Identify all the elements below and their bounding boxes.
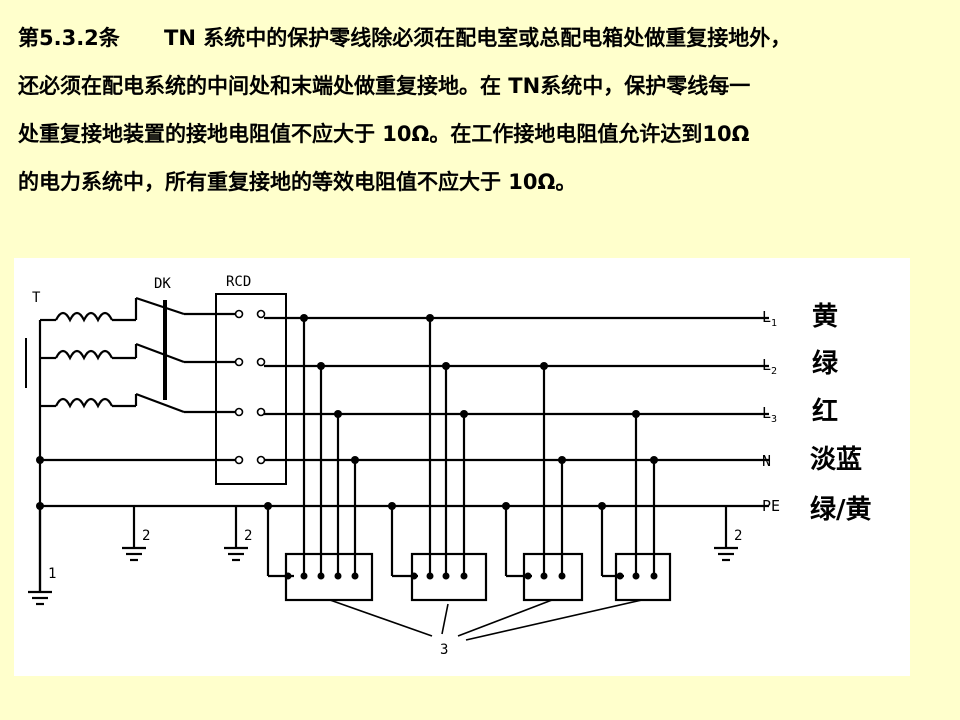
load-box-3 [522, 552, 584, 602]
ground-label-2a: 2 [142, 528, 150, 544]
load-4-dots [598, 410, 658, 580]
dk-switch-label: DK [154, 276, 171, 292]
color-green-yellow: 绿/黄 [810, 495, 872, 525]
ground-label-2b: 2 [244, 528, 252, 544]
label-N: N [762, 452, 771, 470]
color-red: 红 [812, 396, 838, 427]
ground-symbol-2b [224, 506, 248, 562]
line-labels: L1 L2 L3 N PE [762, 308, 780, 515]
coil-1 [55, 311, 113, 323]
load-2-wires [390, 318, 466, 578]
load-4-wires [600, 414, 656, 578]
color-green: 绿 [812, 349, 839, 379]
label-L1: L1 [762, 308, 777, 329]
rcd-terminals [234, 309, 266, 465]
color-light-blue: 淡蓝 [810, 445, 862, 475]
label-L2: L2 [762, 356, 777, 377]
rcd-label: RCD [226, 274, 251, 290]
ground-label-2c: 2 [734, 528, 742, 544]
load-3-dots [502, 362, 566, 580]
coil-3 [55, 397, 113, 409]
ground-symbol-2a [122, 506, 146, 562]
color-labels: 黄 绿 红 淡蓝 绿/黄 [810, 302, 872, 525]
text-line-3: 处重复接地装置的接地电阻值不应大于 10Ω。在工作接地电阻值允许达到10Ω [18, 122, 750, 146]
load-box-1 [284, 552, 374, 602]
wiring-svg: T DK RCD L1 L2 L3 N PE [25, 274, 872, 658]
ground-symbol-2c [714, 506, 738, 562]
coil-2 [55, 349, 113, 361]
text-line-4: 的电力系统中，所有重复接地的等效电阻值不应大于 10Ω。 [18, 170, 577, 194]
text-line-2: 还必须在配电系统的中间处和末端处做重复接地。在 TN系统中，保护零线每一 [18, 74, 751, 98]
clause-number: 第5.3.2条 [18, 26, 120, 50]
load-1-dots [264, 314, 359, 580]
tn-s-wiring-diagram: T DK RCD L1 L2 L3 N PE [14, 258, 910, 676]
ground-label-1: 1 [48, 566, 56, 582]
load-1-wires [266, 318, 357, 578]
load-3-wires [504, 366, 564, 578]
ground-symbol-1 [28, 590, 52, 606]
color-yellow: 黄 [812, 302, 838, 332]
device-label-3: 3 [440, 642, 448, 658]
leader-lines-3 [329, 599, 643, 641]
label-L3: L3 [762, 404, 777, 425]
load-2-dots [388, 314, 468, 580]
label-PE: PE [762, 497, 780, 515]
transformer-label: T [32, 290, 41, 306]
load-box-4 [614, 552, 672, 602]
rcd-box [215, 293, 287, 485]
